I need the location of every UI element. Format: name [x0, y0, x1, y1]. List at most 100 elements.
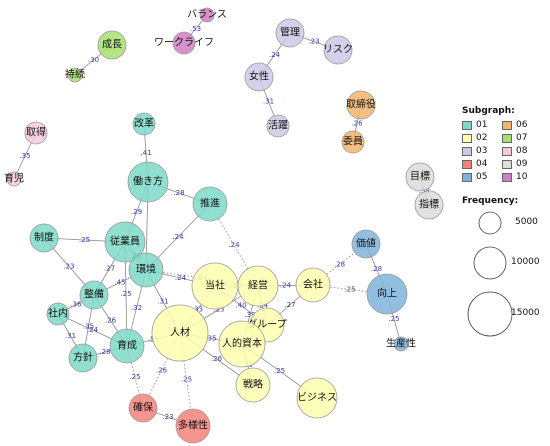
- node-label: 女性: [249, 70, 269, 83]
- node-circle[interactable]: [296, 377, 338, 419]
- node-kojo[interactable]: 向上: [366, 273, 408, 315]
- node-label: 環境: [136, 263, 156, 276]
- node-circle[interactable]: [244, 62, 274, 92]
- node-label: 推進: [200, 197, 220, 210]
- node-circle[interactable]: [275, 18, 305, 48]
- node-label: 会社: [303, 278, 323, 291]
- node-kaisha[interactable]: 会社: [295, 267, 331, 303]
- subgraph-swatch: [502, 159, 512, 169]
- node-kanri[interactable]: 管理: [275, 18, 305, 48]
- subgraph-legend-item-01: 01: [462, 120, 502, 130]
- node-circle[interactable]: [132, 112, 156, 136]
- node-jintekishihon[interactable]: 人的資本: [218, 320, 266, 368]
- node-label: 向上: [377, 287, 397, 300]
- node-circle[interactable]: [405, 162, 435, 192]
- node-seibi[interactable]: 整備: [79, 280, 109, 310]
- node-josei[interactable]: 女性: [244, 62, 274, 92]
- node-circle[interactable]: [192, 186, 228, 222]
- node-circle[interactable]: [199, 7, 215, 23]
- node-circle[interactable]: [79, 280, 109, 310]
- node-circle[interactable]: [46, 302, 70, 326]
- node-business[interactable]: ビジネス: [296, 377, 338, 419]
- node-seido[interactable]: 制度: [29, 223, 59, 253]
- node-seisansei[interactable]: 生産性: [386, 337, 416, 352]
- edge-weight-label: .29: [131, 208, 142, 216]
- node-circle[interactable]: [393, 336, 409, 352]
- node-circle[interactable]: [237, 265, 279, 307]
- node-kankyo[interactable]: 環境: [128, 252, 164, 288]
- node-circle[interactable]: [346, 90, 376, 120]
- subgraph-swatch: [462, 146, 472, 156]
- node-circle[interactable]: [323, 35, 353, 65]
- node-circle[interactable]: [127, 161, 169, 203]
- node-torishimariyaku[interactable]: 取締役: [346, 90, 376, 120]
- node-katsuyaku[interactable]: 活躍: [266, 114, 290, 138]
- subgraph-label: 01: [476, 120, 488, 130]
- node-label: 委員: [343, 135, 363, 148]
- node-circle[interactable]: [414, 190, 444, 220]
- node-circle[interactable]: [128, 393, 158, 423]
- node-jugyoin[interactable]: 従業員: [104, 221, 146, 263]
- node-ikusei[interactable]: 育成: [109, 328, 145, 364]
- subgraph-legend-title: Subgraph:: [462, 106, 515, 116]
- node-circle[interactable]: [104, 221, 146, 263]
- node-iin[interactable]: 委員: [341, 130, 365, 154]
- node-circle[interactable]: [175, 408, 211, 444]
- node-keiei[interactable]: 経営: [237, 265, 279, 307]
- node-jizoku[interactable]: 持続: [65, 68, 85, 83]
- node-label: 目標: [410, 170, 430, 183]
- node-circle[interactable]: [128, 252, 164, 288]
- node-circle[interactable]: [68, 343, 98, 373]
- node-circle[interactable]: [172, 31, 196, 55]
- node-shutoku[interactable]: 取得: [24, 121, 48, 145]
- node-seicho[interactable]: 成長: [97, 30, 127, 60]
- node-circle[interactable]: [341, 130, 365, 154]
- subgraph-swatch: [502, 120, 512, 130]
- node-label: 確保: [133, 401, 153, 414]
- node-kachi[interactable]: 価値: [351, 229, 381, 259]
- node-circle[interactable]: [109, 328, 145, 364]
- node-circle[interactable]: [295, 267, 331, 303]
- node-tayosei[interactable]: 多様性: [175, 408, 211, 444]
- node-label: 取締役: [346, 98, 376, 111]
- node-circle[interactable]: [151, 304, 209, 362]
- node-jinzai[interactable]: 人材: [151, 304, 209, 362]
- node-circle[interactable]: [6, 171, 22, 187]
- node-circle[interactable]: [235, 367, 271, 403]
- edge-weight-label: .25: [181, 376, 192, 384]
- subgraph-label: 04: [476, 159, 488, 169]
- node-circle[interactable]: [266, 114, 290, 138]
- node-ikuji[interactable]: 育児: [4, 172, 24, 187]
- node-circle[interactable]: [24, 121, 48, 145]
- node-hatarakikata[interactable]: 働き方: [127, 161, 169, 203]
- edge-weight-label: .33: [192, 306, 203, 314]
- frequency-value-5000: 5000: [515, 217, 538, 227]
- node-shihyo[interactable]: 指標: [414, 190, 444, 220]
- subgraph-legend-item-03: 03: [462, 146, 502, 156]
- edge-weight-label: .25: [129, 373, 140, 381]
- node-shanai[interactable]: 社内: [46, 302, 70, 326]
- node-kakuho[interactable]: 確保: [128, 393, 158, 423]
- node-tosha[interactable]: 当社: [191, 262, 239, 310]
- frequency-circle-small: [478, 211, 502, 235]
- node-kaikaku[interactable]: 改革: [132, 112, 156, 136]
- frequency-legend: 5000 10000 15000: [462, 206, 550, 346]
- node-balance[interactable]: バランス: [187, 7, 227, 23]
- node-label: 人材: [170, 326, 190, 339]
- node-circle[interactable]: [351, 229, 381, 259]
- node-circle[interactable]: [366, 273, 408, 315]
- node-mokuhyo[interactable]: 目標: [405, 162, 435, 192]
- node-hoshin[interactable]: 方針: [68, 343, 98, 373]
- node-circle[interactable]: [218, 320, 266, 368]
- frequency-circle-medium: [473, 246, 507, 280]
- node-worklife[interactable]: ワークライフ: [154, 31, 214, 55]
- node-circle[interactable]: [67, 67, 83, 83]
- node-label: 当社: [205, 279, 225, 292]
- node-circle[interactable]: [29, 223, 59, 253]
- node-circle[interactable]: [97, 30, 127, 60]
- node-senryaku[interactable]: 戦略: [235, 367, 271, 403]
- node-risk[interactable]: リスク: [323, 35, 353, 65]
- node-suishin[interactable]: 推進: [192, 186, 228, 222]
